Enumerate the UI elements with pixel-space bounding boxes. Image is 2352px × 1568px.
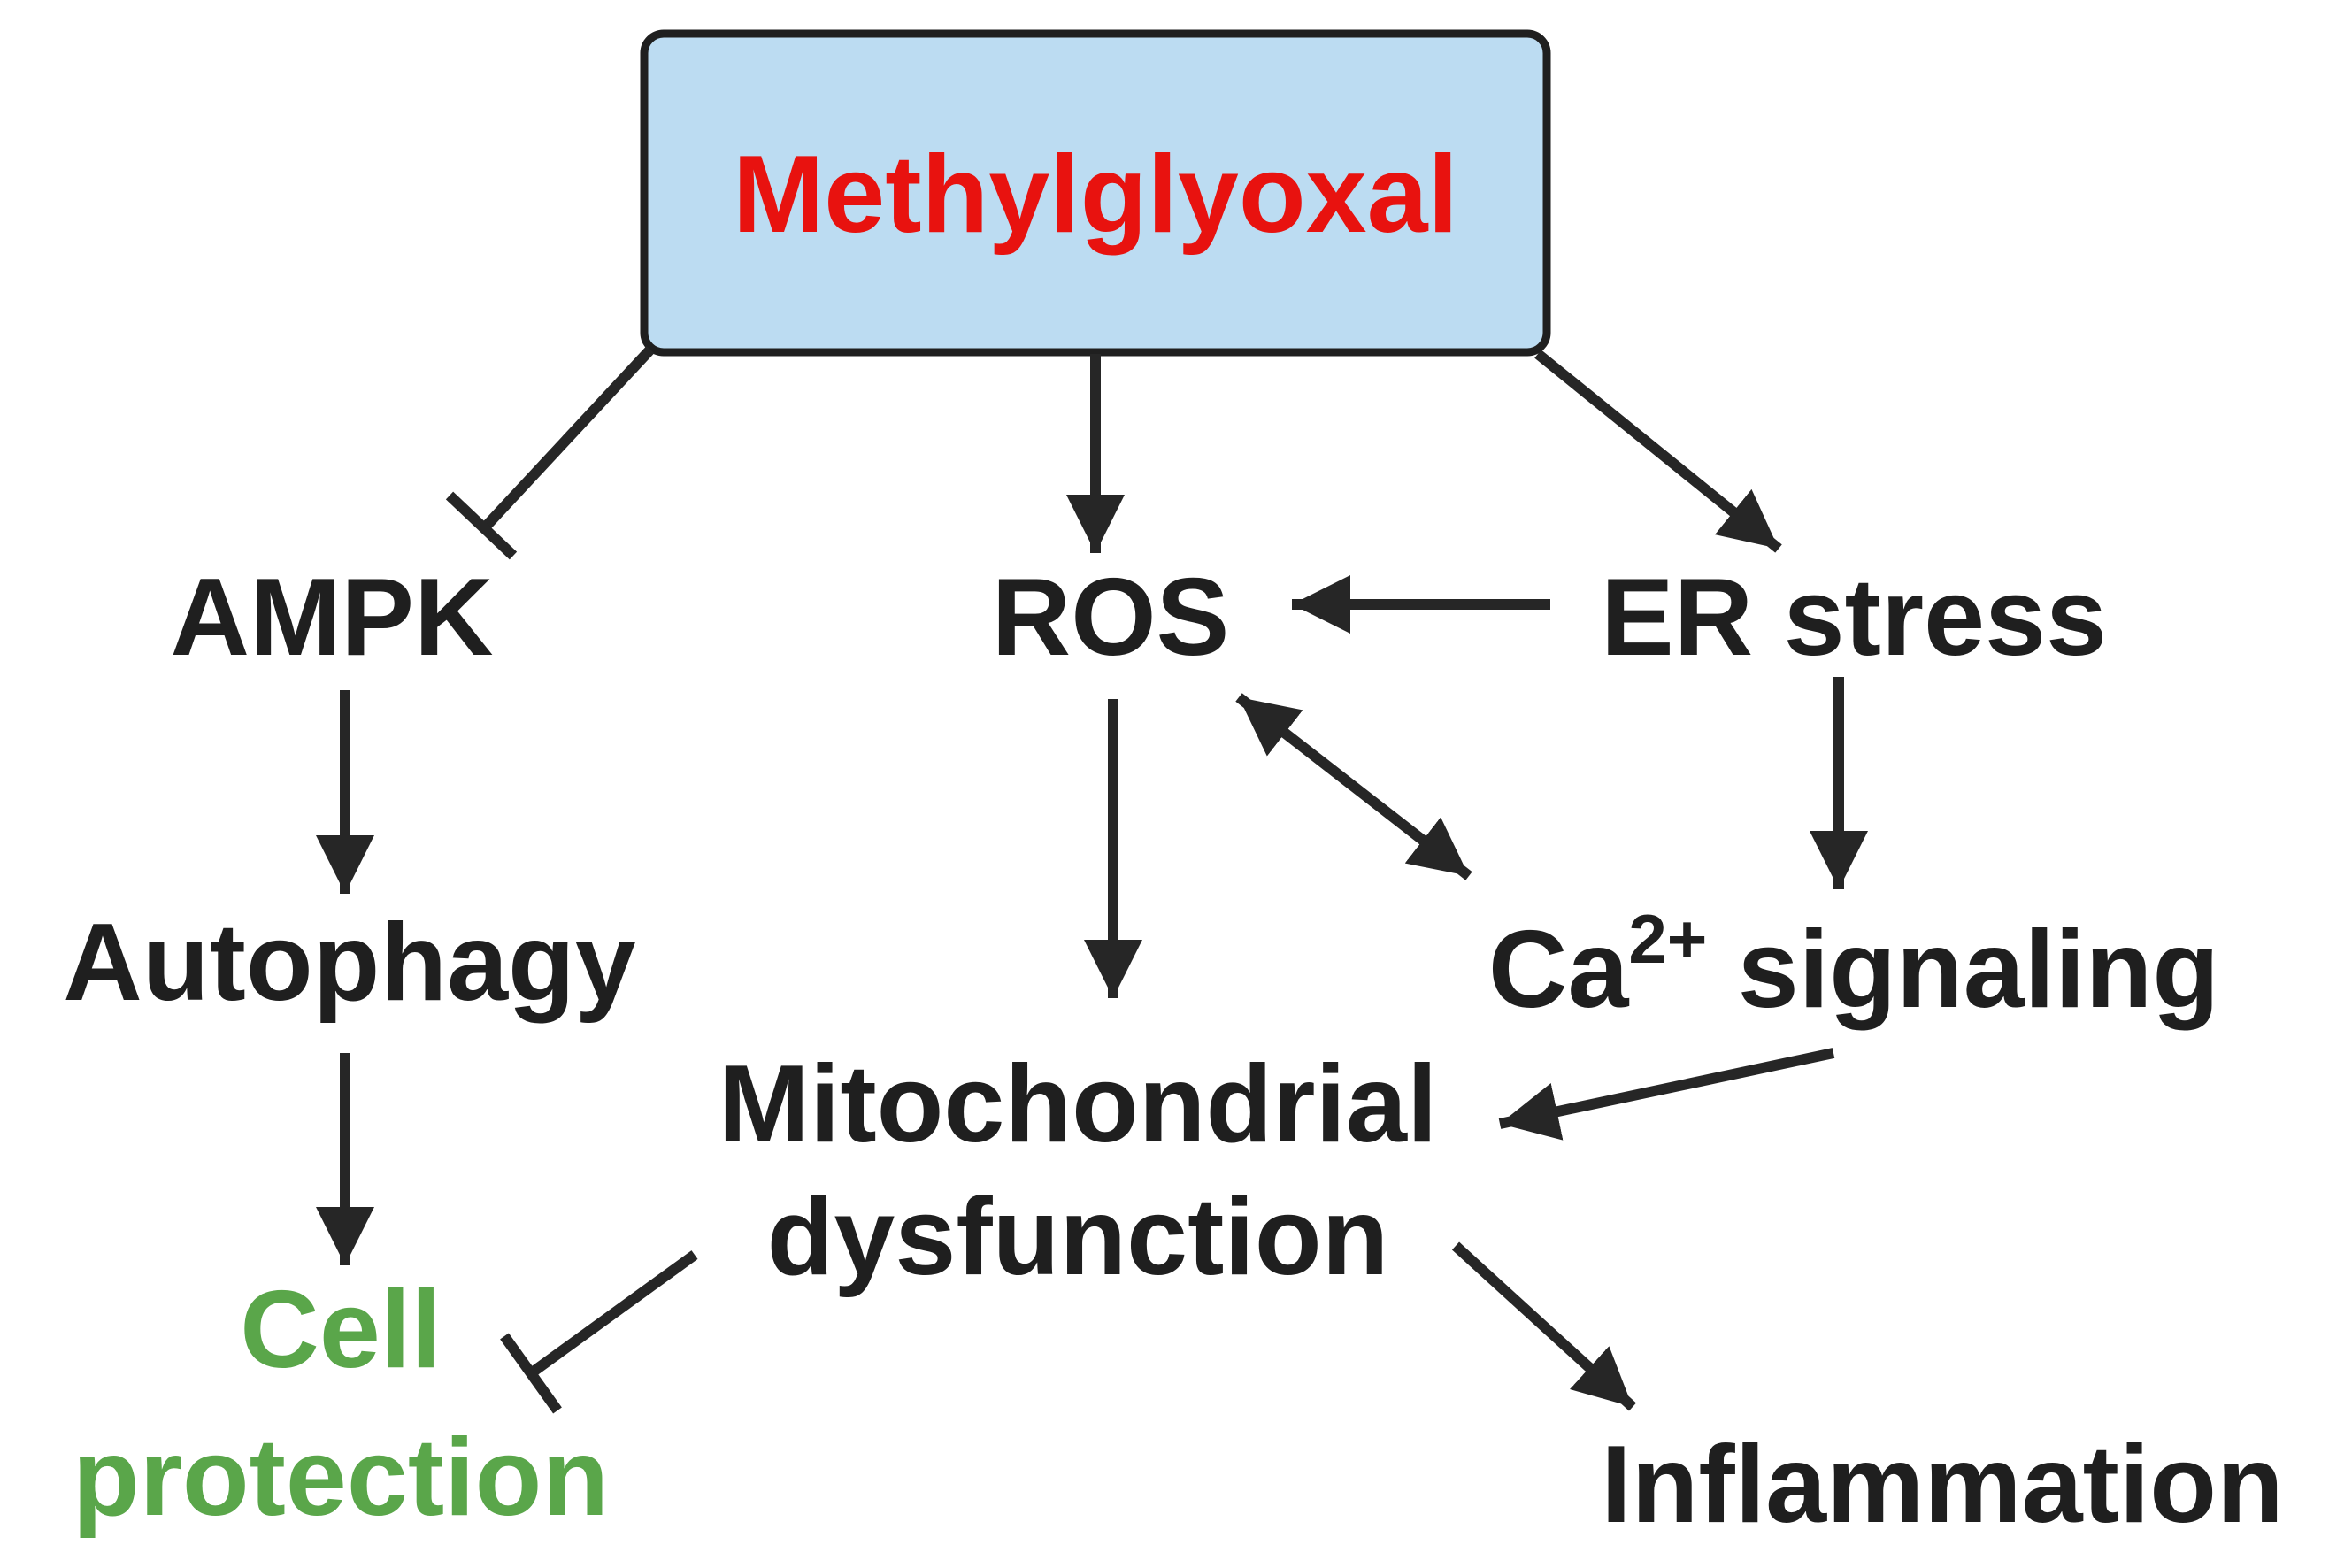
edge-methylglyoxal-to-er-stress [1534, 350, 1782, 553]
methylglyoxal-label: Methylglyoxal [733, 134, 1458, 256]
edge-ca-signaling-to-mitochondrial-dysfunction [1498, 1048, 1835, 1141]
ca-prefix: Ca [1488, 909, 1630, 1031]
cell-protection-line1: Cell [240, 1269, 441, 1391]
mitochondrial-dysfunction-line2: dysfunction [767, 1176, 1389, 1298]
inflammation-label: Inflammation [1601, 1424, 2284, 1546]
cell-protection-line2: protection [73, 1417, 609, 1539]
inhibition-bar-cell-protection [500, 1333, 562, 1414]
autophagy-label: Autophagy [63, 902, 636, 1024]
ampk-label: AMPK [170, 557, 493, 679]
edge-mitochondrial-dysfunction-to-inflammation [1451, 1241, 1637, 1411]
ca-signaling-label: Ca2+ signaling [1488, 900, 2219, 1031]
ca-superscript: 2+ [1628, 900, 1707, 978]
methylglyoxal-box [640, 29, 1551, 357]
edge-ros-ca-signaling-bidirectional [1235, 693, 1472, 880]
edge-methylglyoxal-inhibits-ampk [480, 345, 655, 532]
mitochondrial-dysfunction-line1: Mitochondrial [719, 1043, 1438, 1165]
er-stress-label: ER stress [1601, 557, 2107, 679]
edge-mitochondrial-dysfunction-inhibits-cell-protection [527, 1250, 698, 1378]
ros-label: ROS [992, 557, 1230, 679]
inhibition-bar-ampk [445, 491, 518, 560]
ca-suffix: signaling [1707, 909, 2219, 1031]
